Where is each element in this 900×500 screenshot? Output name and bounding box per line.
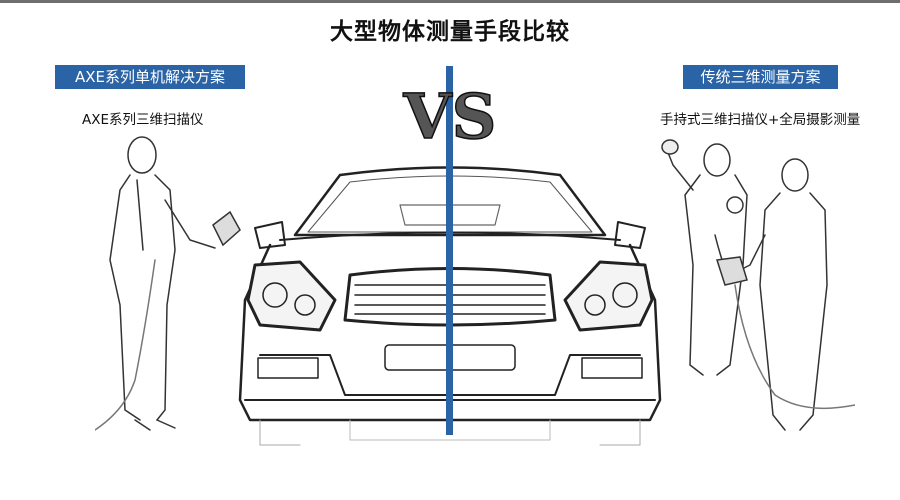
right-product-subtitle: 手持式三维扫描仪+全局摄影测量 <box>660 112 861 128</box>
vs-emblem: VS <box>402 80 497 150</box>
vs-text: VS <box>403 80 497 150</box>
people-with-traditional-scanner <box>661 139 855 431</box>
right-solution-label: 传统三维测量方案 <box>683 65 838 89</box>
left-solution-label: AXE系列单机解决方案 <box>55 65 245 89</box>
comparison-divider-line <box>446 66 453 435</box>
left-product-subtitle: AXE系列三维扫描仪 <box>82 112 204 128</box>
page-title: 大型物体测量手段比较 <box>330 19 570 45</box>
person-with-axe-scanner <box>95 136 241 431</box>
top-rule <box>0 0 900 3</box>
